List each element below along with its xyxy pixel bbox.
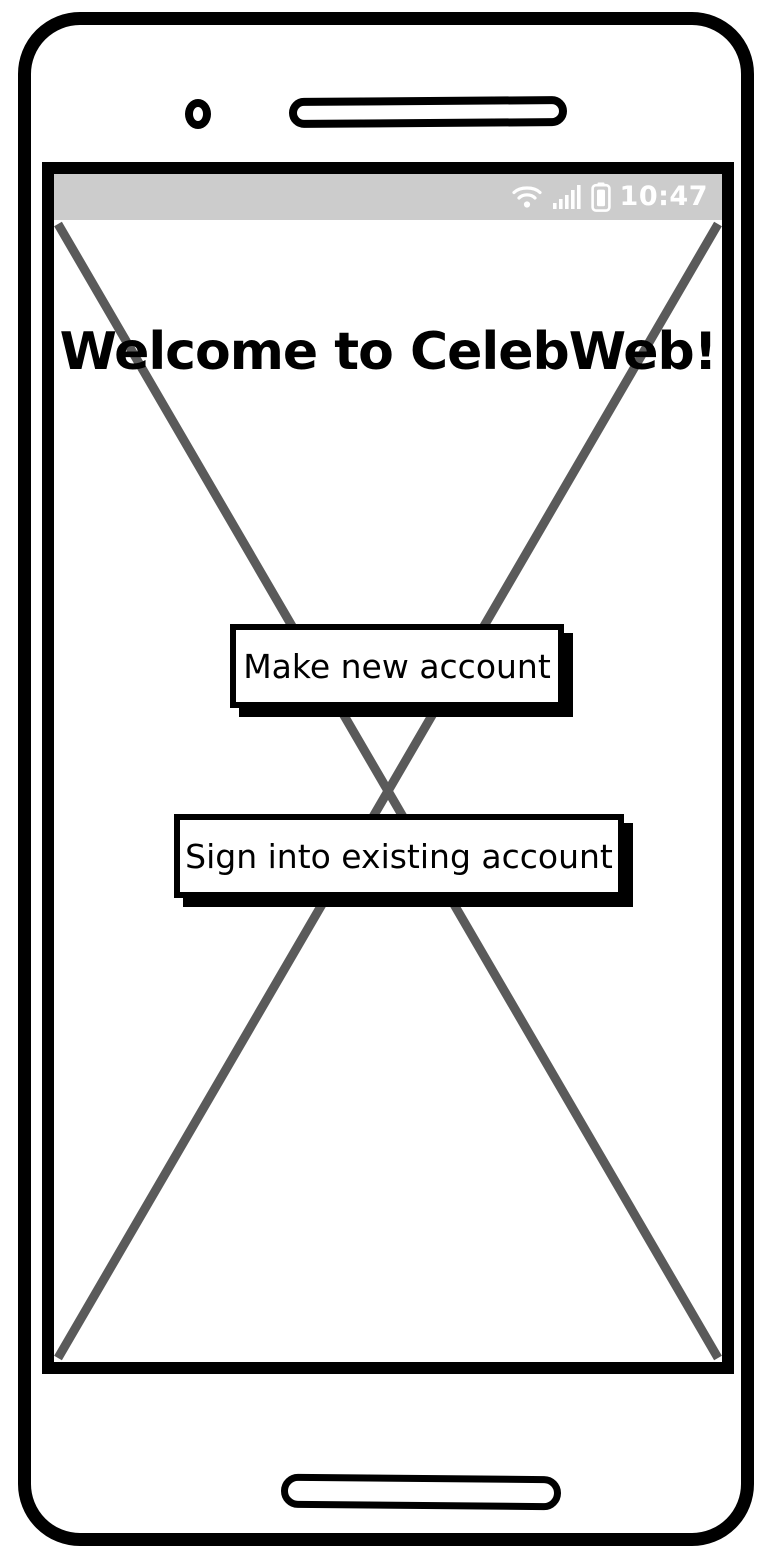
cellular-signal-icon [552,184,582,210]
phone-screen: 10:47 Welcome to CelebWeb! Make new acco… [54,174,722,1362]
phone-screen-frame: 10:47 Welcome to CelebWeb! Make new acco… [42,162,734,1374]
make-new-account-button[interactable]: Make new account [230,624,564,708]
home-button[interactable] [280,1473,562,1511]
wifi-icon [511,184,543,210]
camera-dot-icon [185,99,211,129]
sign-into-existing-account-button[interactable]: Sign into existing account [174,814,624,898]
earpiece-speaker-icon [288,96,568,128]
page-title: Welcome to CelebWeb! [59,322,718,382]
screen-content-layer: Welcome to CelebWeb! Make new account Si… [54,220,722,1362]
screen-content-area: Welcome to CelebWeb! Make new account Si… [54,220,722,1362]
battery-icon [590,182,611,212]
status-bar-time: 10:47 [619,180,708,212]
status-bar: 10:47 [54,174,722,220]
